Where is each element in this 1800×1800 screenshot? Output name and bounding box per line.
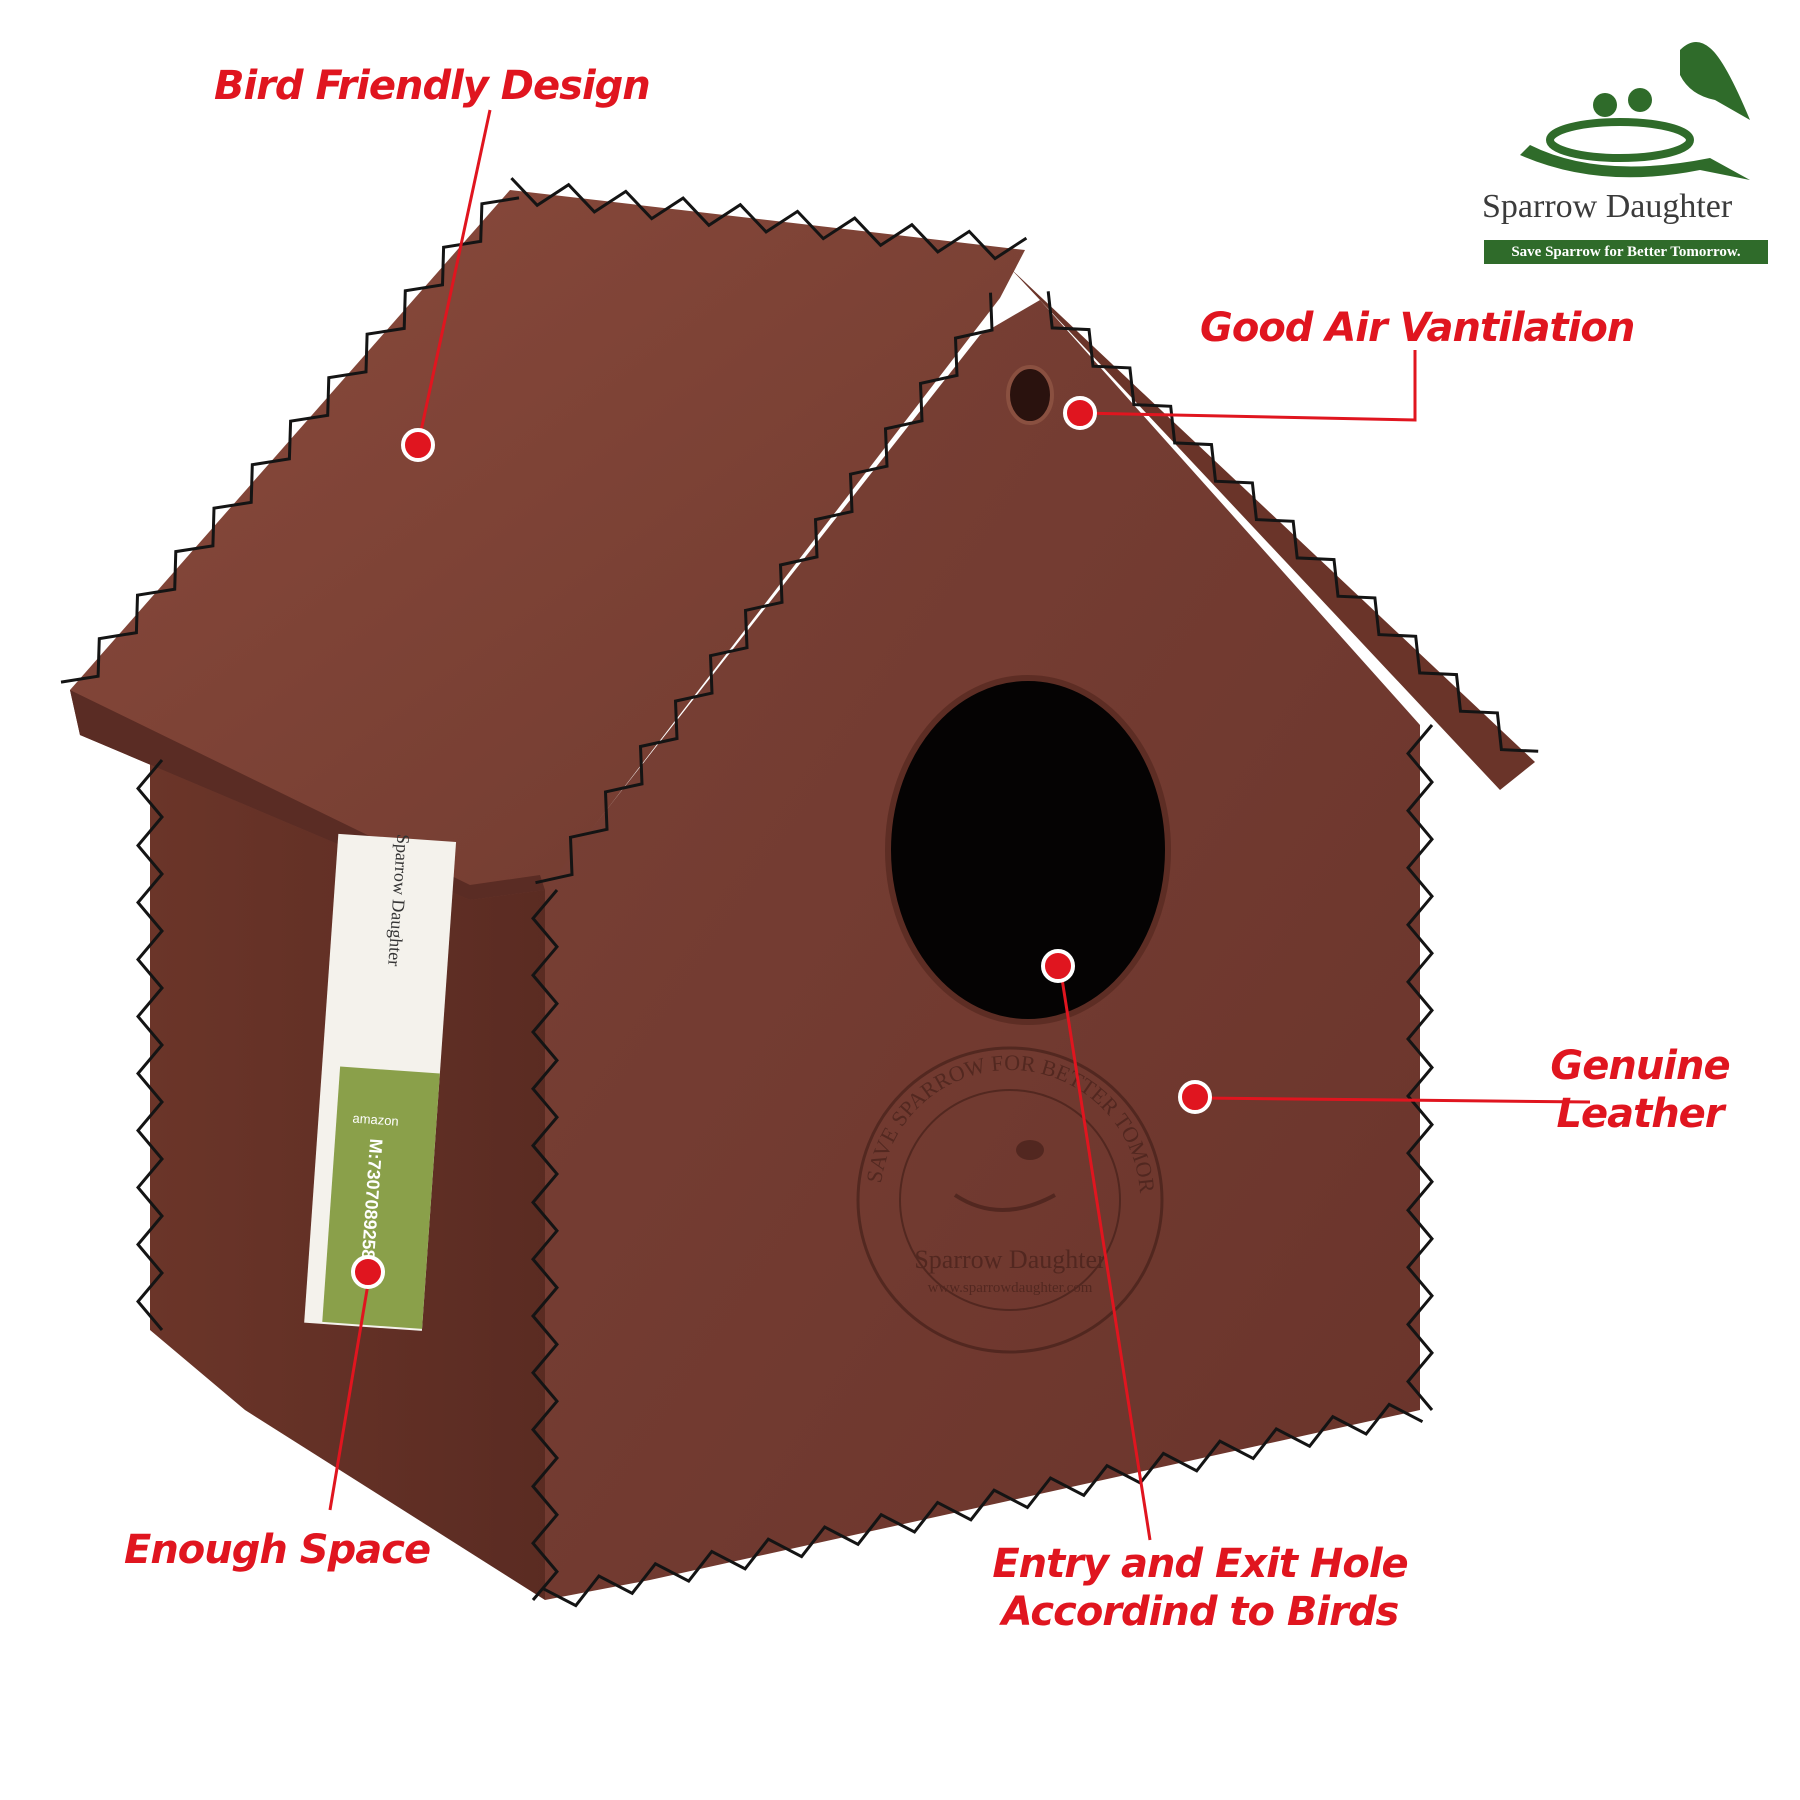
entry-hole [885, 675, 1171, 1025]
dot-entry-exit [1041, 949, 1075, 983]
callout-enough-space: Enough Space [124, 1527, 431, 1573]
roof-left [70, 190, 1025, 900]
label-marketplace: amazon [352, 1111, 399, 1129]
dot-genuine-leather [1178, 1080, 1212, 1114]
callout-bird-friendly: Bird Friendly Design [214, 63, 651, 109]
dot-bird-friendly [401, 428, 435, 462]
stitch-line [1406, 724, 1434, 1411]
callout-air-ventilation: Good Air Vantilation [1200, 305, 1635, 351]
stamp-name: Sparrow Daughter [914, 1245, 1106, 1274]
birds-in-nest-icon [1680, 41, 1750, 120]
stitch-line [510, 177, 1028, 261]
stitch-line [60, 196, 520, 684]
stitch-line [541, 1402, 1424, 1608]
stitch-line [136, 759, 164, 1331]
dot-air-ventilation [1063, 396, 1097, 430]
stamp-url: www.sparrowdaughter.com [928, 1280, 1093, 1296]
ventilation-hole [1006, 365, 1054, 425]
dot-enough-space [351, 1255, 385, 1289]
stitch-line [531, 889, 559, 1601]
callout-entry-exit: Entry and Exit Hole Accordind to Birds [992, 1541, 1408, 1635]
brand-tagline: Save Sparrow for Better Tomorrow. [1484, 240, 1768, 264]
stitch-line [1046, 291, 1539, 753]
stitching [60, 177, 1539, 1608]
brand-name: Sparrow Daughter [1482, 188, 1733, 225]
callout-genuine-leather: Genuine Leather [1550, 1043, 1730, 1137]
brand-logo [1520, 41, 1750, 180]
product-label: Sparrow Daughter amazon M:7307089258 [304, 833, 457, 1331]
stitch-line [535, 292, 994, 885]
roof-right-edge [1010, 268, 1535, 790]
